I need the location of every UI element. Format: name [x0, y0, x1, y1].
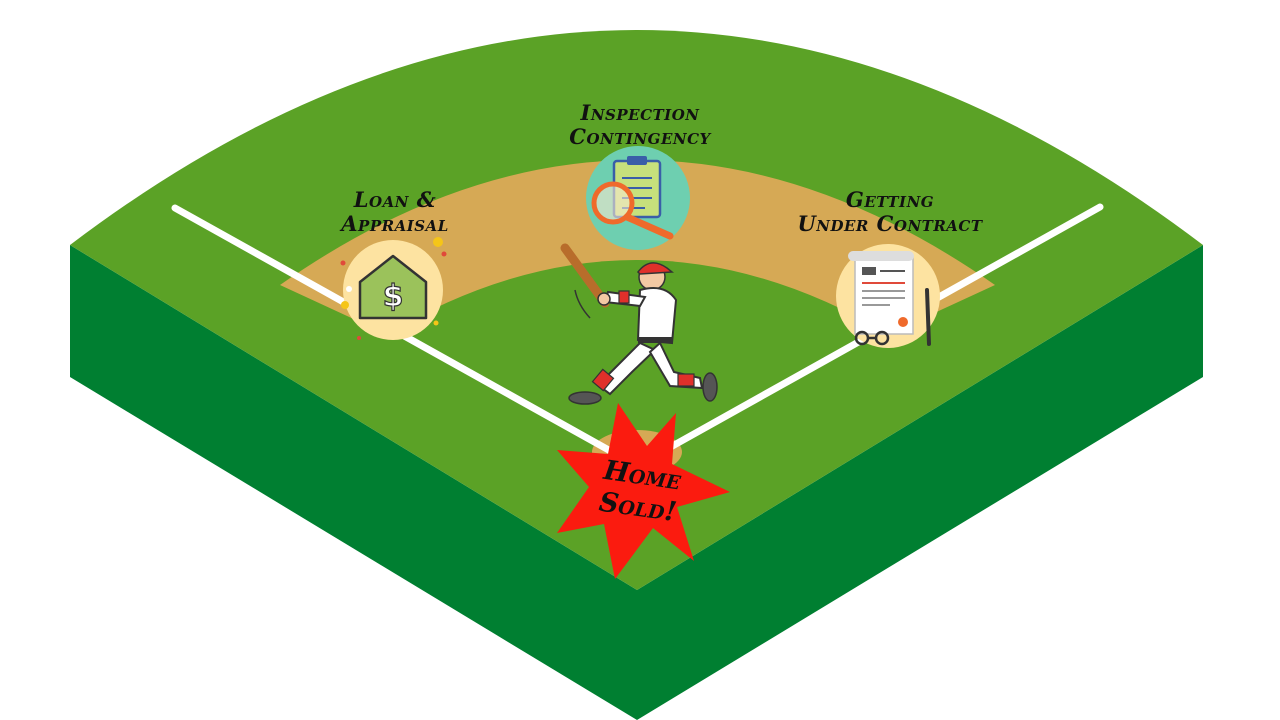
- contract-line1: Getting: [845, 187, 935, 212]
- inspection-line2: Contingency: [569, 124, 711, 149]
- contract-document-icon: [836, 244, 940, 348]
- home-sold-star: [557, 403, 730, 579]
- svg-text:$: $: [383, 279, 404, 314]
- contract-line2: Under Contract: [797, 211, 983, 236]
- inspection-contingency-label: Inspection Contingency: [555, 101, 725, 149]
- field-side-left: [70, 245, 637, 720]
- clipboard-magnifier-icon: [586, 146, 690, 250]
- getting-under-contract-label: Getting Under Contract: [780, 188, 1000, 236]
- loan-appraisal-label: Loan & Appraisal: [320, 188, 470, 236]
- inspection-line1: Inspection: [580, 100, 700, 125]
- loan-appraisal-line2: Appraisal: [341, 211, 449, 236]
- house-dollar-icon: $: [340, 237, 447, 340]
- field-side-right: [637, 245, 1203, 720]
- baseball-batter-icon: [560, 243, 718, 405]
- loan-appraisal-line1: Loan &: [353, 187, 437, 212]
